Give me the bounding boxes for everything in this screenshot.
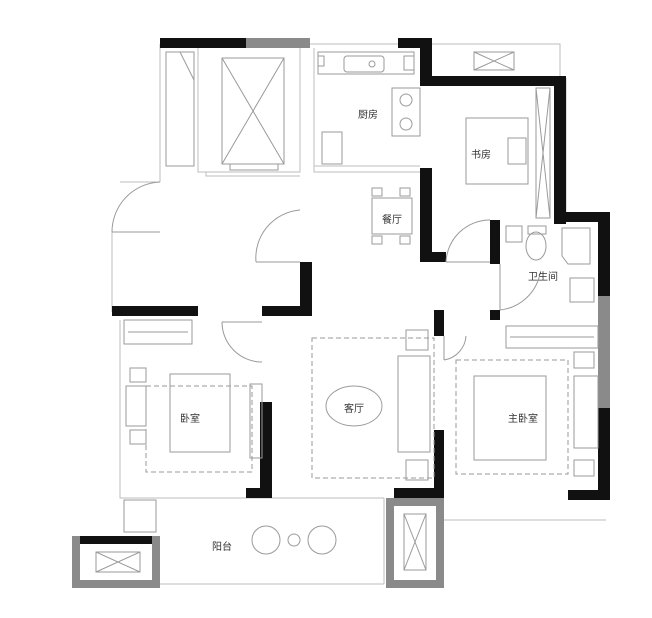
- living-furniture: [311, 329, 435, 481]
- doors: [111, 181, 541, 363]
- master-bedroom-furniture: [455, 351, 599, 477]
- elevator-shaft: [165, 51, 285, 171]
- bedroom-furniture: [125, 367, 263, 473]
- kitchen: [317, 51, 421, 165]
- bathroom-fixtures: [505, 225, 595, 303]
- room-label-living: 客厅: [344, 402, 364, 415]
- walls: [72, 38, 610, 588]
- room-label-bedroom: 卧室: [180, 412, 200, 425]
- room-label-balcony: 阳台: [212, 540, 232, 553]
- room-label-master-bedroom: 主卧室: [508, 412, 538, 425]
- room-label-dining: 餐厅: [382, 213, 402, 226]
- room-label-study: 书房: [471, 148, 491, 161]
- room-label-bathroom: 卫生间: [528, 270, 558, 283]
- dining-set: [371, 187, 413, 245]
- study-furniture: [465, 51, 551, 219]
- wardrobes: [123, 319, 599, 349]
- balcony-furniture: [95, 499, 427, 573]
- room-label-kitchen: 厨房: [358, 108, 378, 121]
